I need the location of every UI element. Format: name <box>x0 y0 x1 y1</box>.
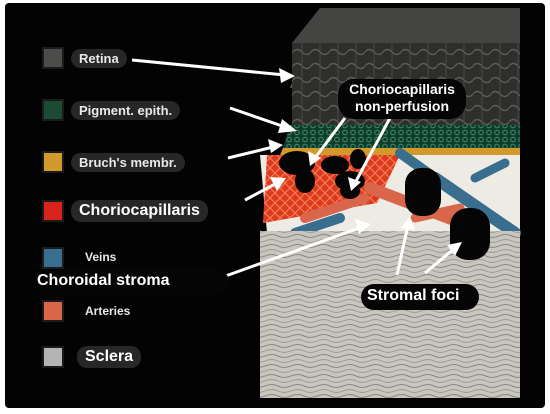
legend-swatch-arteries <box>42 300 64 322</box>
legend-swatch-sclera <box>42 346 64 368</box>
choroidal-stroma-label-bg <box>33 269 229 295</box>
legend-swatch-retina <box>42 47 64 69</box>
legend-swatch-bruchs-membrane <box>42 151 64 173</box>
legend-swatch-veins <box>42 247 64 269</box>
legend-label-choriocapillaris: Choriocapillaris <box>71 200 208 222</box>
legend-label-bruchs-membrane: Bruch's membr. <box>71 153 185 172</box>
pigment-epithelium-layer <box>283 125 520 148</box>
nonperfusion-label-bg <box>338 79 466 119</box>
choriocapillaris-nonperfusion-label: Choriocapillaris non-perfusion <box>338 81 466 115</box>
nonperfusion-label-line1: Choriocapillaris <box>349 81 455 97</box>
legend-label-pigment-epithelium: Pigment. epith. <box>71 101 181 120</box>
legend-label-arteries: Arteries <box>85 304 131 318</box>
stromal-foci-label-bg <box>361 284 479 310</box>
choriocapillaris-nonperfusion-lesions <box>279 149 366 199</box>
sclera-layer <box>260 231 520 398</box>
legend-label-sclera: Sclera <box>77 346 142 368</box>
legend-label-veins: Veins <box>85 250 117 264</box>
diagram-frame: Retina Pigment. epith. Bruch's membr. Ch… <box>5 3 545 408</box>
stromal-foci-label: Stromal foci <box>367 287 460 304</box>
legend-swatch-choriocapillaris <box>42 200 64 222</box>
legend-swatch-pigment-epithelium <box>42 99 64 121</box>
annotation-arrows <box>131 58 462 280</box>
choroidal-stroma-label: Choroidal stroma <box>37 272 170 289</box>
stromal-foci-lesions <box>405 168 490 260</box>
nonperfusion-label-line2: non-perfusion <box>354 98 450 114</box>
legend-label-retina: Retina <box>71 49 127 68</box>
tissue-block-illustration <box>131 8 521 398</box>
